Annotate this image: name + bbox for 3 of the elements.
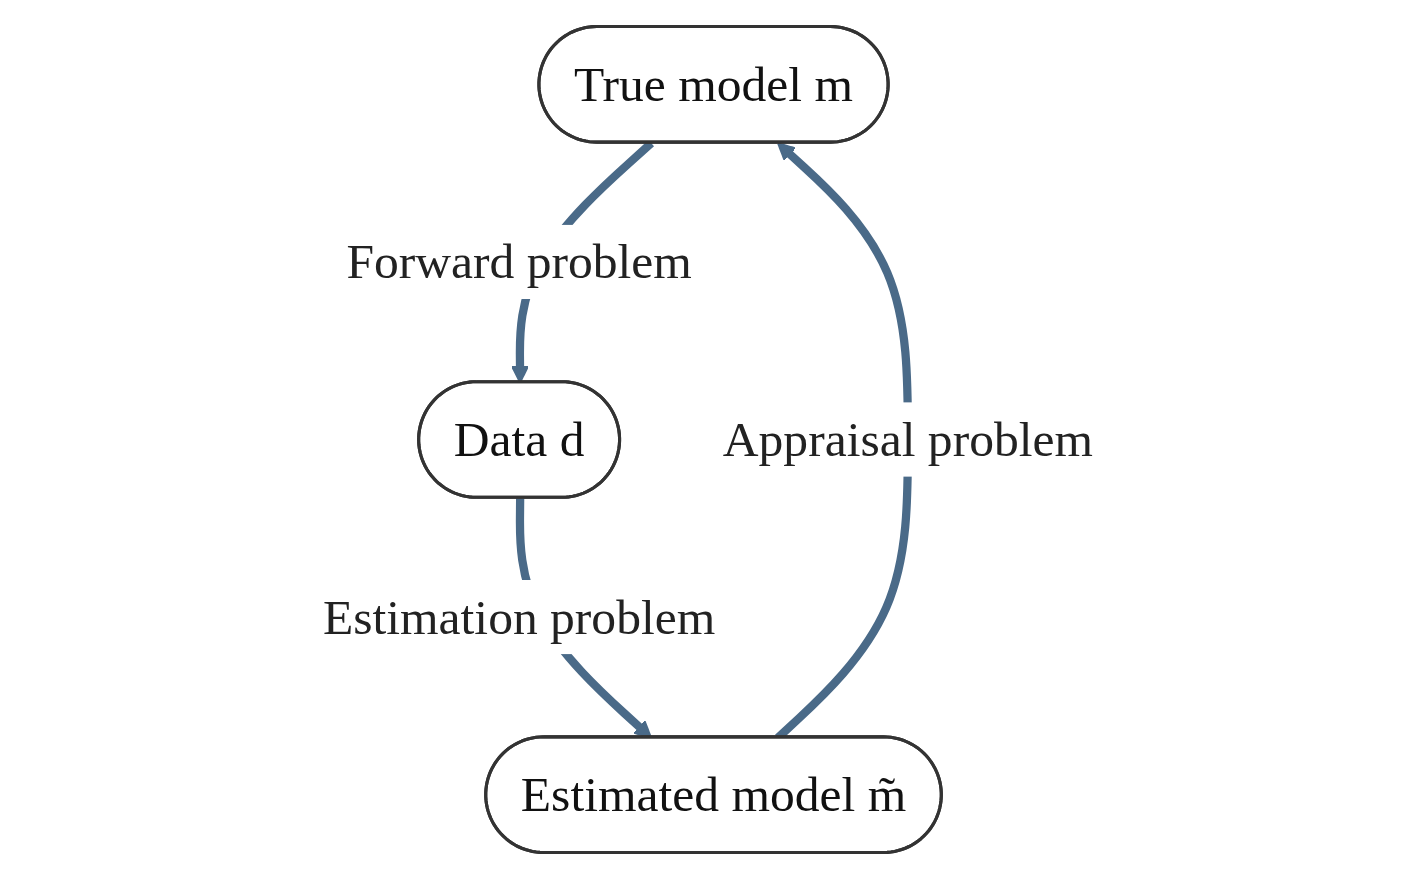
edge-label: Forward problem bbox=[346, 235, 692, 289]
edge-label: Estimation problem bbox=[322, 590, 716, 644]
edge-label: Appraisal problem bbox=[722, 412, 1094, 467]
